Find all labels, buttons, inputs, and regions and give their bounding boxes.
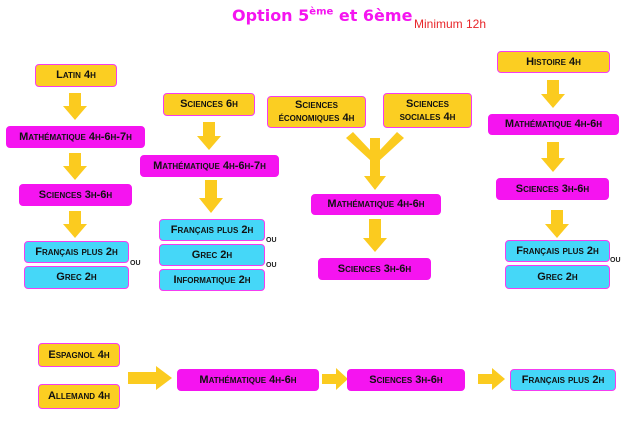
arrow-down-icon [363,219,387,252]
arrow-right-icon [478,368,505,390]
title-main: Option 5 [232,6,310,25]
arrow-down-icon [63,93,87,120]
merge-arrow-icon [346,132,404,190]
arrow-down-icon [199,180,223,213]
francais-box: Français plus 2h [510,369,616,391]
arrow-down-icon [541,80,565,108]
or-label: ou [266,234,277,245]
option-sciences: Sciences 6h [163,93,255,116]
title-rest: et 6ème [333,6,413,25]
math-box: Mathématique 4h-6h [177,369,319,391]
option-sciences-sociales: Sciences sociales 4h [383,93,472,128]
math-box: Mathématique 4h-6h [311,194,441,215]
option-sciences-economiques: Sciences économiques 4h [267,96,366,128]
sciences-box: Sciences 3h-6h [19,184,132,206]
francais-box: Français plus 2h [505,240,610,262]
arrow-down-icon [197,122,221,150]
minimum-hours-note: Minimum 12h [414,17,487,31]
arrow-down-icon [545,210,569,238]
option-espagnol: Espagnol 4h [38,343,120,367]
math-box: Mathématique 4h-6h-7h [6,126,145,148]
math-box: Mathématique 4h-6h [488,114,619,135]
grec-box: Grec 2h [505,265,610,289]
option-histoire: Histoire 4h [497,51,610,73]
option-latin: Latin 4h [35,64,117,87]
sciences-box: Sciences 3h-6h [347,369,465,391]
arrow-right-icon [322,368,348,390]
page-title: Option 5ème et 6ème [232,6,412,25]
math-box: Mathématique 4h-6h-7h [140,155,279,177]
arrow-down-icon [63,153,87,180]
francais-box: Français plus 2h [159,219,265,241]
title-sup: ème [309,6,334,18]
arrow-down-icon [63,211,87,238]
francais-box: Français plus 2h [24,241,129,263]
sciences-box: Sciences 3h-6h [318,258,431,280]
option-allemand: Allemand 4h [38,384,120,409]
or-label: ou [130,257,141,268]
or-label: ou [266,259,277,270]
sciences-box: Sciences 3h-6h [496,178,609,200]
informatique-box: Informatique 2h [159,269,265,291]
arrow-down-icon [541,142,565,172]
arrow-right-icon [128,366,172,390]
grec-box: Grec 2h [159,244,265,266]
grec-box: Grec 2h [24,266,129,289]
or-label: ou [610,254,621,265]
